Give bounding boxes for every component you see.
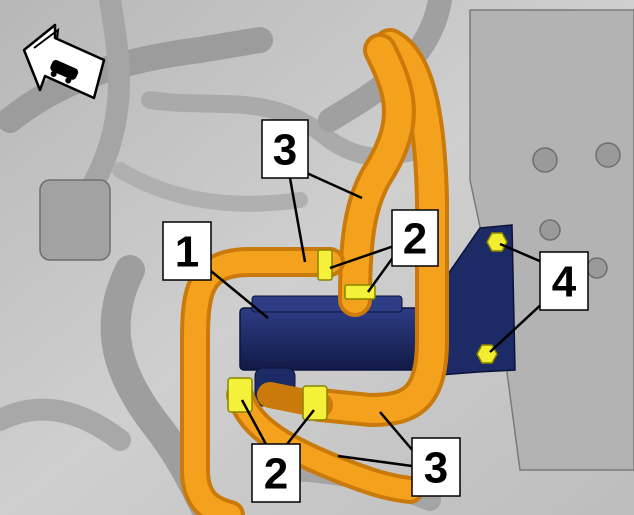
coolant-hose-left-highlight <box>184 251 341 515</box>
gray-pipe <box>79 0 130 201</box>
bracket-bolt <box>586 257 608 279</box>
callout-2-lower: 2 <box>251 443 301 503</box>
leader-3-lower-a <box>379 411 415 453</box>
vehicle-direction-arrow-icon <box>22 23 106 100</box>
leader-3-upper-a <box>288 177 307 263</box>
gray-hose <box>0 398 131 451</box>
callout-1: 1 <box>162 221 212 281</box>
leader-2-upper-b <box>366 255 396 293</box>
leader-2-lower-b <box>283 409 315 449</box>
leader-3-lower-b <box>337 454 413 468</box>
callout-2-lower-label: 2 <box>264 450 288 499</box>
callout-4: 4 <box>539 251 589 311</box>
callout-2-upper-label: 2 <box>403 215 427 264</box>
hose-clamp <box>344 284 376 300</box>
leader-2-lower-a <box>240 399 270 449</box>
callout-3-lower-label: 3 <box>424 444 448 493</box>
leader-3-upper-b <box>299 168 363 200</box>
bracket-bolt <box>595 142 621 168</box>
callout-3-upper-label: 3 <box>273 126 297 175</box>
coolant-hose-right-loop-highlight <box>307 32 445 423</box>
bolt-upper <box>486 232 508 252</box>
leader-lines <box>199 168 547 468</box>
hose-clamp <box>317 249 333 281</box>
callout-4-label: 4 <box>552 258 577 307</box>
callout-3-lower: 3 <box>411 437 461 497</box>
hose-clamp <box>227 377 253 413</box>
callout-2-upper: 2 <box>391 209 439 267</box>
callout-3-upper: 3 <box>261 119 309 179</box>
bracket-bolt <box>539 219 561 241</box>
leader-4-b <box>489 299 547 353</box>
hose-clamps <box>227 249 376 421</box>
oil-cooler-top <box>251 295 403 313</box>
hose-clamp <box>302 385 328 421</box>
callout-1-label: 1 <box>175 228 199 277</box>
leader-2-upper-a <box>329 244 395 270</box>
gray-pipe <box>112 162 308 212</box>
connector-block <box>39 179 111 261</box>
bracket-bolt <box>532 147 558 173</box>
coolant-hose-upper-highlight <box>342 37 412 313</box>
leader-4-a <box>499 242 543 264</box>
